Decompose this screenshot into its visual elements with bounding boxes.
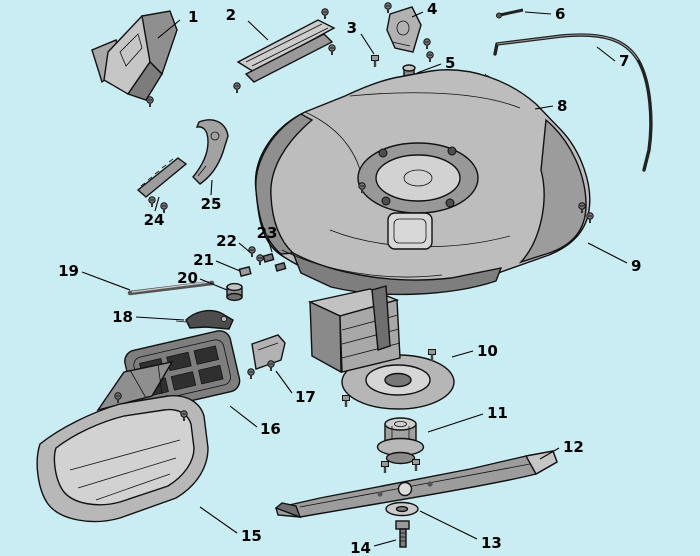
callout-label-2: 2 <box>226 6 236 24</box>
part-25-side-bracket <box>192 119 229 185</box>
part-15-discharge-chute <box>36 360 209 523</box>
callout-label-22: 22 <box>216 232 237 250</box>
part-20-grommet <box>226 282 243 302</box>
callout-label-24: 24 <box>144 211 165 229</box>
callout-label-25: 25 <box>201 195 222 213</box>
callout-label-12: 12 <box>563 438 584 456</box>
part-23-retainers <box>262 252 287 272</box>
part-21-clip <box>238 266 252 277</box>
callout-label-3: 3 <box>347 19 357 37</box>
part-12-blade <box>274 450 558 519</box>
callout-label-1: 1 <box>188 8 198 26</box>
part-18-lever <box>175 309 234 330</box>
part-1-handle-bracket <box>91 10 178 108</box>
callout-label-4: 4 <box>427 0 437 18</box>
part-6-pin <box>495 8 524 19</box>
leader-lines <box>81 11 628 547</box>
part-19-rod <box>127 280 215 296</box>
callout-label-10: 10 <box>477 342 498 360</box>
part-14-blade-bolt <box>395 520 410 548</box>
callout-label-13: 13 <box>481 534 502 552</box>
callout-label-11: 11 <box>487 404 508 422</box>
callout-label-23: 23 <box>257 224 278 242</box>
callout-numbers: 1 2 3 4 5 6 7 8 9 10 11 12 13 14 15 16 1… <box>58 0 641 556</box>
part-24-toothed-rack <box>136 157 188 214</box>
part-10-housing <box>307 285 455 410</box>
part-2-rear-guard <box>232 7 337 94</box>
callout-label-6: 6 <box>555 5 565 23</box>
callout-label-17: 17 <box>295 388 316 406</box>
callout-label-16: 16 <box>260 420 281 438</box>
part-22-screws <box>247 245 265 266</box>
callout-label-19: 19 <box>58 262 79 280</box>
callout-label-8: 8 <box>557 97 567 115</box>
part-4-cable-bracket <box>383 1 435 63</box>
part-17-bracket <box>246 334 286 380</box>
part-9-deck <box>254 69 595 296</box>
part-11-blade-adapter <box>376 417 425 475</box>
callout-label-21: 21 <box>193 251 214 269</box>
part-3-bolt <box>370 54 380 69</box>
callout-label-9: 9 <box>631 257 641 275</box>
callout-label-15: 15 <box>241 527 262 545</box>
callout-label-7: 7 <box>619 52 629 70</box>
callout-label-14: 14 <box>350 539 371 556</box>
part-7-handle-rod <box>493 33 653 172</box>
callout-label-18: 18 <box>112 308 133 326</box>
callout-label-5: 5 <box>445 54 455 72</box>
part-13-washer <box>385 501 419 517</box>
callout-label-20: 20 <box>177 269 198 287</box>
